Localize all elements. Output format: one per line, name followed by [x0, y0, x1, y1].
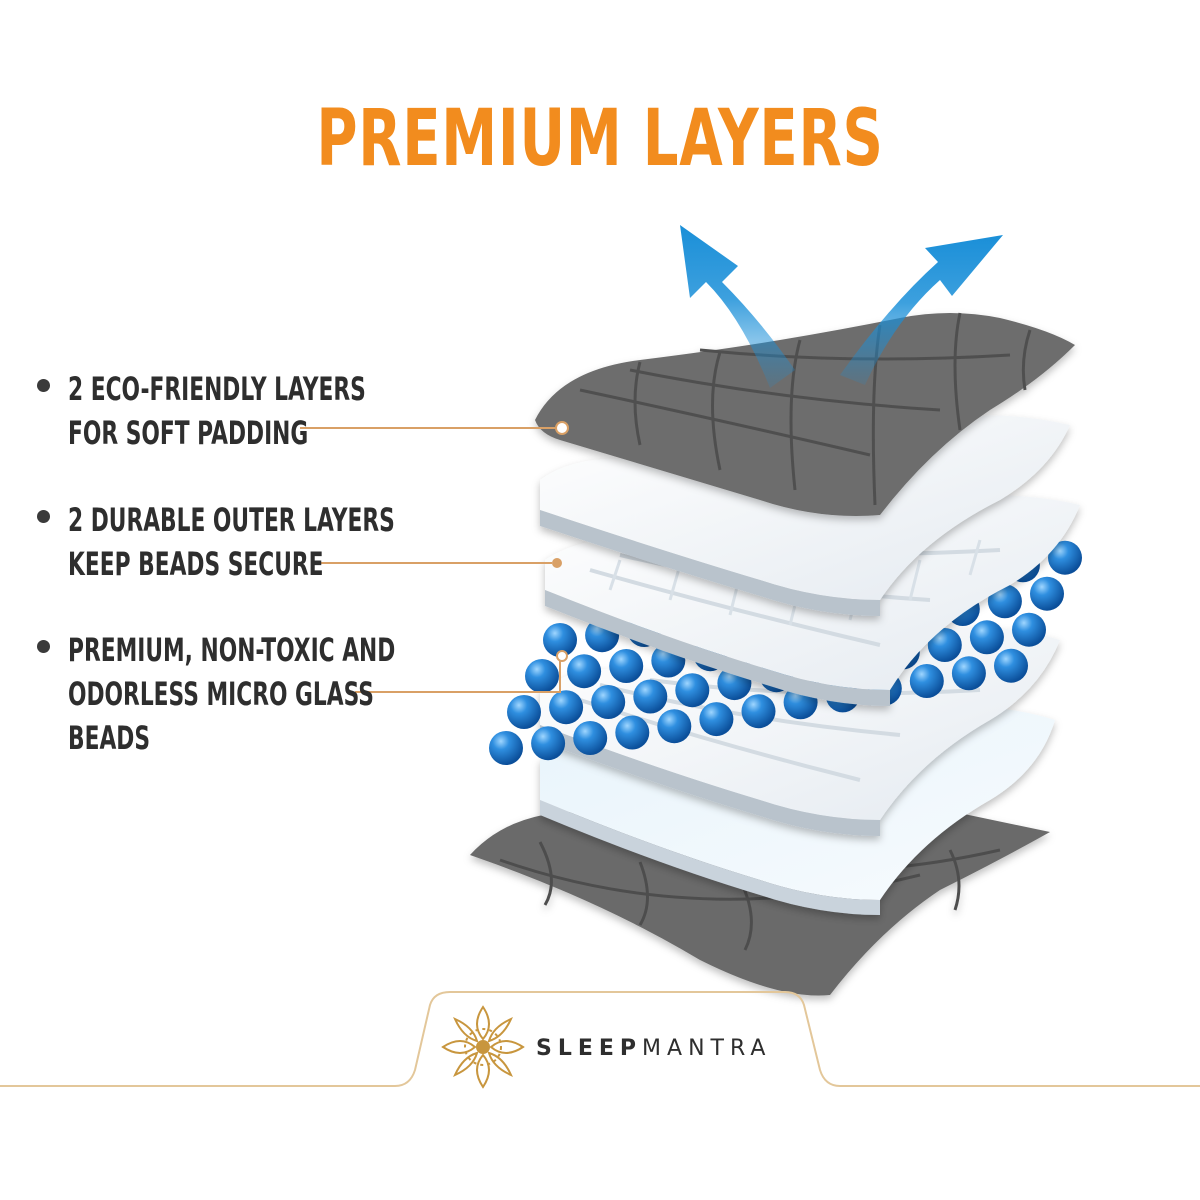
brand-wordmark: SLEEPMANTRA [536, 1036, 771, 1061]
glass-bead [741, 694, 776, 729]
glass-bead [633, 679, 668, 714]
glass-bead [615, 715, 650, 750]
feature-eco-friendly-layers: 2 ECO-FRIENDLY LAYERS FOR SOFT PADDING [37, 367, 508, 455]
glass-bead [531, 726, 566, 761]
glass-bead [507, 695, 541, 729]
bullet-dot [37, 379, 50, 392]
glass-bead [1012, 612, 1046, 647]
glass-bead [543, 623, 577, 657]
glass-bead [567, 654, 602, 689]
brand-part-mantra: MANTRA [642, 1036, 772, 1061]
glass-bead [927, 628, 962, 662]
glass-bead [994, 648, 1028, 683]
glass-bead [525, 659, 559, 693]
airflow-arrow-right [840, 235, 1003, 385]
glass-bead [675, 673, 710, 708]
feature-line: PREMIUM, NON-TOXIC AND [68, 631, 396, 669]
feature-line: BEADS [68, 719, 151, 757]
glass-bead [969, 620, 1004, 655]
page-title: PREMIUM LAYERS [316, 94, 884, 184]
feature-text: 2 DURABLE OUTER LAYERS KEEP BEADS SECURE [68, 498, 395, 586]
feature-text: PREMIUM, NON-TOXIC AND ODORLESS MICRO GL… [68, 628, 396, 760]
mandala-logo-icon [441, 1005, 525, 1089]
feature-text: 2 ECO-FRIENDLY LAYERS FOR SOFT PADDING [68, 367, 367, 455]
bullet-dot [37, 640, 50, 653]
glass-bead [657, 709, 692, 744]
glass-bead [987, 584, 1022, 619]
glass-bead [699, 702, 734, 737]
feature-line: KEEP BEADS SECURE [68, 545, 324, 583]
feature-line: 2 ECO-FRIENDLY LAYERS [68, 370, 366, 408]
footer-frame [0, 991, 1200, 1087]
bullet-dot [37, 510, 50, 523]
glass-bead [1048, 540, 1082, 575]
glass-bead [1030, 576, 1064, 611]
glass-bead [909, 664, 944, 698]
glass-bead [549, 690, 584, 725]
feature-line: FOR SOFT PADDING [68, 414, 309, 452]
airflow-arrow-left [680, 225, 795, 388]
glass-bead [573, 721, 608, 755]
brand-part-sleep: SLEEP [536, 1036, 643, 1061]
feature-glass-beads: PREMIUM, NON-TOXIC AND ODORLESS MICRO GL… [37, 628, 508, 760]
glass-bead [951, 656, 986, 691]
feature-line: ODORLESS MICRO GLASS [68, 675, 374, 713]
glass-bead [591, 685, 626, 719]
feature-durable-outer-layers: 2 DURABLE OUTER LAYERS KEEP BEADS SECURE [37, 498, 508, 586]
glass-bead [609, 649, 644, 683]
feature-line: 2 DURABLE OUTER LAYERS [68, 501, 395, 539]
glass-bead [489, 731, 523, 765]
callout-lines [300, 421, 569, 693]
